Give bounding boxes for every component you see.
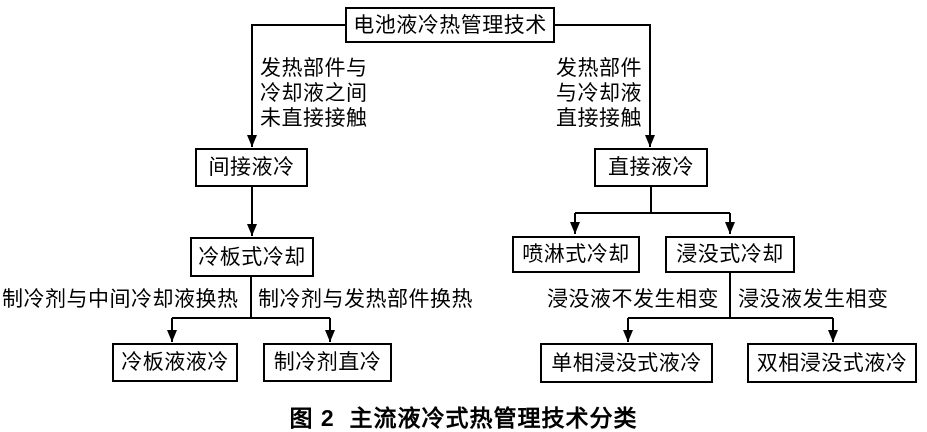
edge-label-direct-condition: 发热部件 与冷却液 直接接触 xyxy=(556,56,642,130)
node-two-phase-immersion-cooling: 双相浸没式液冷 xyxy=(747,343,917,383)
edge-direct-split-trunk xyxy=(575,187,730,214)
node-direct-liquid-cooling: 直接液冷 xyxy=(594,148,708,187)
edge-root-to-direct xyxy=(553,24,655,147)
node-spray-cooling: 喷淋式冷却 xyxy=(512,236,640,273)
node-root: 电池液冷热管理技术 xyxy=(345,7,555,43)
edge-immersion-split-trunk xyxy=(628,273,833,319)
node-cold-plate-liquid-liquid-cooling: 冷板液液冷 xyxy=(112,343,238,382)
edge-label-refrigerant-direct-condition: 制冷剂与发热部件换热 xyxy=(258,287,473,311)
node-refrigerant-direct-cooling: 制冷剂直冷 xyxy=(263,343,392,382)
edge-label-single-phase-condition: 浸没液不发生相变 xyxy=(547,287,719,311)
edge-label-cold-plate-liquid-condition: 制冷剂与中间冷却液换热 xyxy=(2,287,239,311)
edge-coldplate-split-trunk xyxy=(172,277,330,319)
figure-caption: 图 2 主流液冷式热管理技术分类 xyxy=(289,405,638,431)
node-cold-plate-cooling: 冷板式冷却 xyxy=(190,237,314,277)
node-indirect-liquid-cooling: 间接液冷 xyxy=(195,148,308,187)
edge-label-two-phase-condition: 浸没液发生相变 xyxy=(738,287,889,311)
edge-label-indirect-condition: 发热部件与 冷却液之间 未直接接触 xyxy=(260,56,368,130)
node-immersion-cooling: 浸没式冷却 xyxy=(665,236,795,273)
node-single-phase-immersion-cooling: 单相浸没式液冷 xyxy=(540,343,713,383)
edge-root-to-indirect xyxy=(247,24,345,147)
